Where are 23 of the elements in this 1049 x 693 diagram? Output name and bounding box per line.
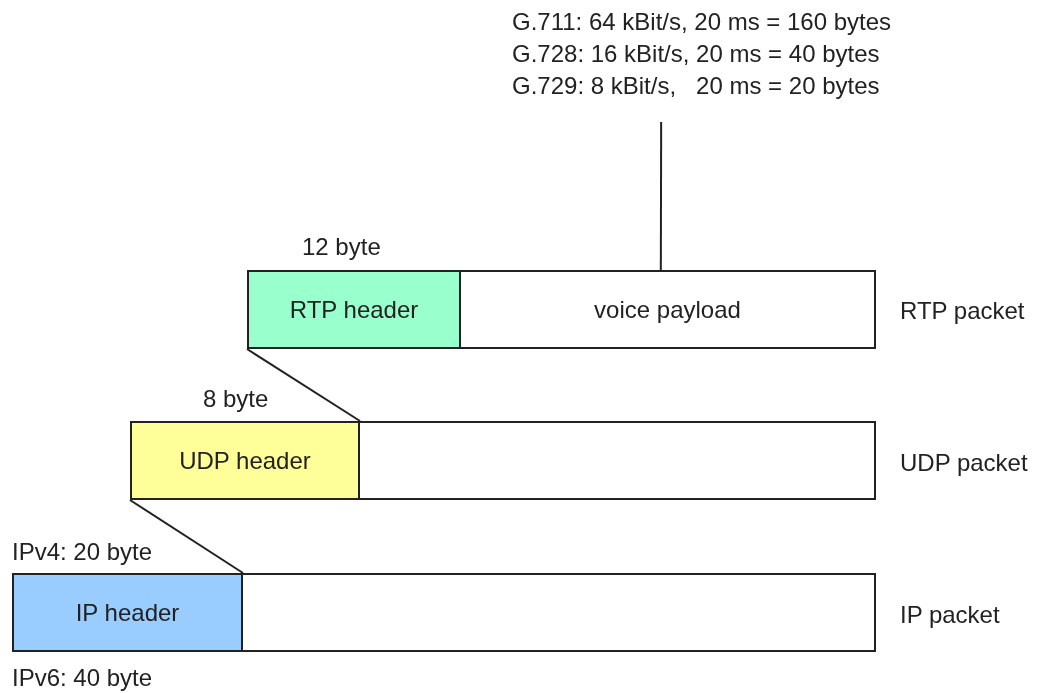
header-box (12, 573, 243, 652)
codec-note: G.729: 8 kBit/s, 20 ms = 20 bytes (512, 71, 881, 101)
box-label: IP header (75, 598, 180, 627)
leader-line (659, 121, 663, 271)
header-box (130, 421, 360, 500)
header-box (459, 270, 876, 349)
packet-label: IP packet (900, 601, 1000, 629)
size-label: 8 byte (203, 385, 269, 413)
box-label: RTP header (289, 295, 419, 324)
box-label: UDP header (179, 446, 311, 475)
connector-line (129, 499, 244, 574)
packet-label: UDP packet (900, 449, 1028, 477)
size-label: IPv6: 40 byte (12, 664, 153, 692)
box-label: voice payload (594, 295, 741, 324)
codec-note: G.711: 64 kBit/s, 20 ms = 160 bytes (512, 7, 892, 37)
codec-note: G.728: 16 kBit/s, 20 ms = 40 bytes (512, 39, 881, 69)
size-label: 12 byte (302, 233, 381, 261)
size-label: IPv4: 20 byte (12, 538, 153, 566)
payload-box (358, 421, 876, 500)
connector-line (246, 348, 361, 422)
header-box (247, 270, 461, 349)
packet-label: RTP packet (900, 297, 1025, 325)
payload-box (241, 573, 876, 652)
